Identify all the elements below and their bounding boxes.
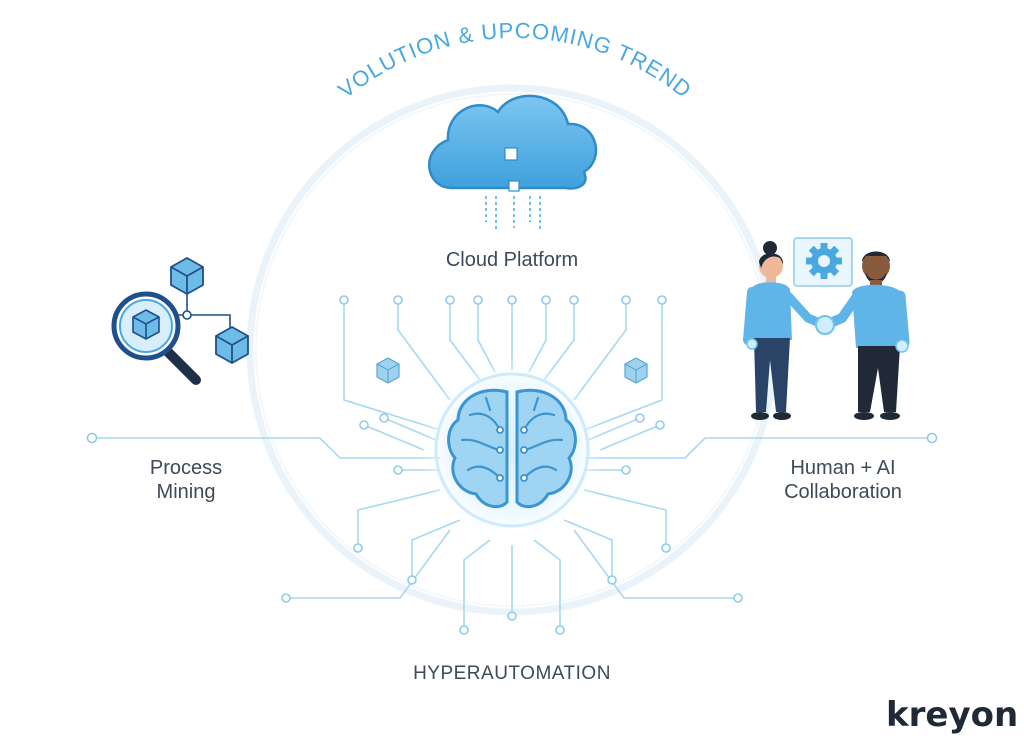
people-handshake-gear-icon <box>743 237 910 420</box>
magnifier-cubes-icon <box>111 256 249 385</box>
node-label-line: Human + AI <box>790 457 896 479</box>
brand-logo: kreyon <box>886 693 1019 737</box>
circuit-nodes <box>86 295 938 635</box>
node-label-line: Mining <box>156 481 216 503</box>
brain-circuit-icon <box>420 358 604 542</box>
node-label-line: Process <box>149 457 223 479</box>
cloud-icon <box>428 94 598 230</box>
node-label-hyperautomation: HYPERAUTOMATION <box>413 663 611 684</box>
cube-icon <box>376 357 400 384</box>
node-label-line: Collaboration <box>784 481 902 503</box>
gear-icon <box>806 243 842 279</box>
diagram-title: EVOLUTION & UPCOMING TRENDS <box>0 0 697 103</box>
node-label-cloud-platform: Cloud Platform <box>445 249 579 271</box>
node-label-process-mining: Process Mining <box>96 456 276 504</box>
cube-icon <box>624 357 648 384</box>
node-label-human-ai: Human + AI Collaboration <box>748 456 938 504</box>
